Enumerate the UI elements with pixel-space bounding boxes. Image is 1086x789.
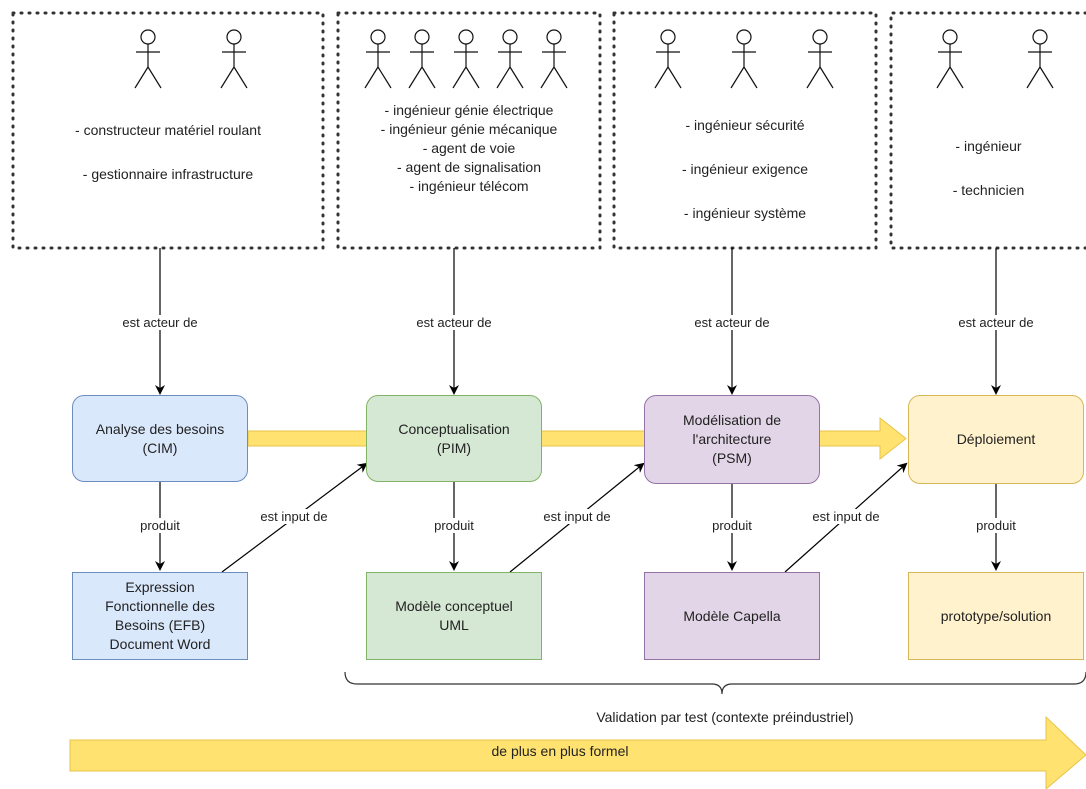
actor-roles-group-4: - ingénieur - technicien xyxy=(891,135,1086,201)
actor-role: - agent de signalisation xyxy=(397,159,541,175)
phase-label: Analyse des besoins (CIM) xyxy=(95,420,225,456)
artifact-label: Expression Fonctionnelle des Besoins (EF… xyxy=(105,579,215,652)
produces-label-1: produit xyxy=(125,518,195,533)
actor-figure-icon xyxy=(496,29,524,89)
actor-role: - technicien xyxy=(952,182,1025,198)
formal-arrow xyxy=(69,715,1086,789)
actor-figure-icon xyxy=(540,29,568,89)
actor-of-label-2: est acteur de xyxy=(404,315,504,330)
actor-of-label-1: est acteur de xyxy=(110,315,210,330)
actor-figure-icon xyxy=(654,29,682,89)
artifact-uml-model[interactable]: Modèle conceptuel UML xyxy=(366,572,542,660)
actor-of-label-3: est acteur de xyxy=(682,315,782,330)
actor-role: - ingénieur xyxy=(955,138,1022,154)
phase-label: Déploiement xyxy=(956,431,1036,447)
validation-label: Validation par test (contexte préindustr… xyxy=(596,709,854,725)
flow-arrow xyxy=(247,416,907,461)
actor-figure-icon xyxy=(1026,29,1054,89)
artifact-capella-model[interactable]: Modèle Capella xyxy=(644,572,820,660)
actor-role: - ingénieur télécom xyxy=(409,178,529,194)
actor-figure-icon xyxy=(408,29,436,89)
actor-role: - agent de voie xyxy=(422,140,516,156)
actor-figure-icon xyxy=(936,29,964,89)
actor-group-frame-4 xyxy=(889,11,1086,250)
validation-bracket xyxy=(344,671,1086,695)
phase-deploiement[interactable]: Déploiement xyxy=(908,395,1084,484)
phase-label: Conceptualisation (PIM) xyxy=(398,420,510,456)
phase-modelisation-architecture[interactable]: Modélisation de l'architecture (PSM) xyxy=(644,395,820,484)
phase-analyse-besoins[interactable]: Analyse des besoins (CIM) xyxy=(72,395,248,482)
actor-figure-icon xyxy=(134,29,162,89)
actor-role xyxy=(891,157,1086,179)
actor-role: - ingénieur sécurité xyxy=(685,117,805,133)
actor-figure-icon xyxy=(364,29,392,89)
phase-conceptualisation[interactable]: Conceptualisation (PIM) xyxy=(366,395,542,482)
artifact-label: Modèle conceptuel UML xyxy=(395,598,513,633)
produces-label-4: produit xyxy=(961,518,1031,533)
input-of-label-2: est input de xyxy=(531,509,623,524)
produces-label-3: produit xyxy=(697,518,767,533)
phase-label: Modélisation de l'architecture (PSM) xyxy=(682,412,782,466)
input-of-label-1: est input de xyxy=(248,509,340,524)
actor-role: - ingénieur génie électrique xyxy=(384,102,554,118)
actor-of-label-4: est acteur de xyxy=(946,315,1046,330)
actor-roles-group-1: - constructeur matériel roulant - gestio… xyxy=(13,119,323,185)
formal-arrow-label: de plus en plus formel xyxy=(491,743,629,759)
artifact-prototype-solution[interactable]: prototype/solution xyxy=(908,572,1084,660)
actor-roles-group-2: - ingénieur génie électrique - ingénieur… xyxy=(338,101,600,196)
artifact-label: Modèle Capella xyxy=(683,607,781,624)
actor-role: - ingénieur système xyxy=(683,205,807,221)
produces-label-2: produit xyxy=(419,518,489,533)
actor-figure-icon xyxy=(452,29,480,89)
actor-roles-group-3: - ingénieur sécurité - ingénieur exigenc… xyxy=(614,114,876,224)
artifact-label: prototype/solution xyxy=(940,607,1052,624)
actor-role: - gestionnaire infrastructure xyxy=(82,166,254,182)
actor-role xyxy=(614,180,876,202)
input-of-label-3: est input de xyxy=(800,509,892,524)
actor-figure-icon xyxy=(730,29,758,89)
actor-figure-icon xyxy=(806,29,834,89)
actor-role: - ingénieur exigence xyxy=(681,161,809,177)
artifact-efb-document[interactable]: Expression Fonctionnelle des Besoins (EF… xyxy=(72,572,248,660)
actor-role: - constructeur matériel roulant xyxy=(75,122,261,138)
actor-figure-icon xyxy=(220,29,248,89)
actor-role: - ingénieur génie mécanique xyxy=(380,121,558,137)
actor-role xyxy=(614,136,876,158)
actor-role xyxy=(13,141,323,163)
